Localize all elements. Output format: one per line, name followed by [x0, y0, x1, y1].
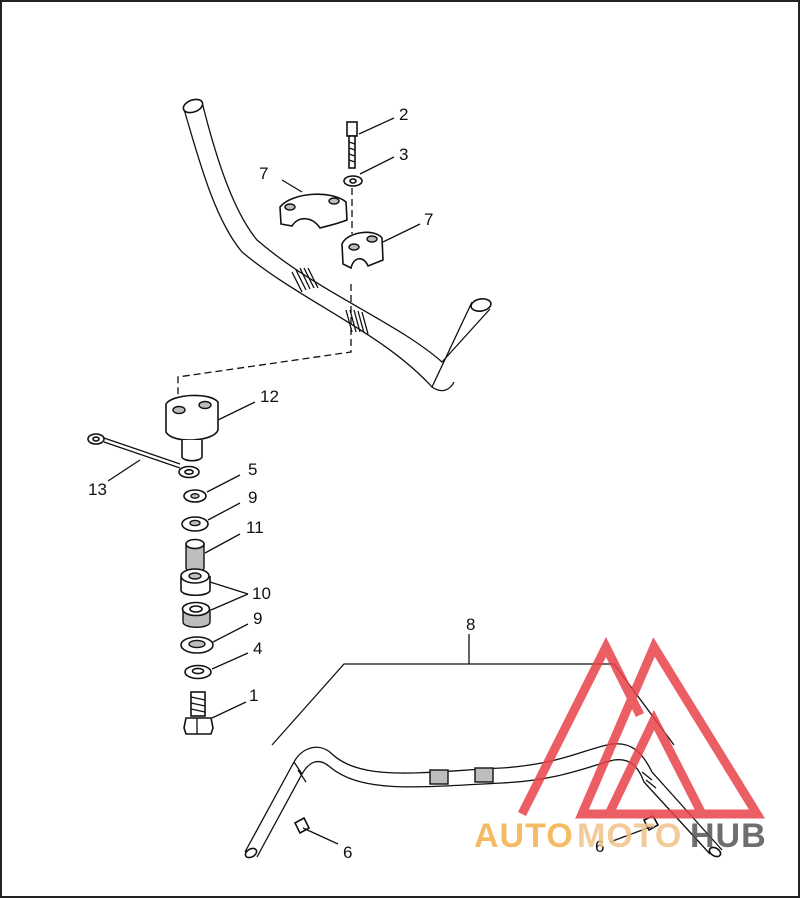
- callout-7-upper: 7: [259, 164, 268, 183]
- callout-12: 12: [260, 387, 279, 406]
- watermark-auto-text: AUTO: [474, 817, 574, 855]
- callout-6-right: 6: [595, 837, 604, 856]
- washer-5: [183, 489, 207, 503]
- callout-labels: 2 3 7 7 12 13 5 9 11 10 9 4 1 8 6 6: [88, 105, 604, 862]
- callout-1: 1: [249, 686, 258, 705]
- leader-lines: [107, 117, 654, 845]
- bushing-10-upper: [180, 568, 211, 597]
- washer-9-lower: [180, 636, 214, 654]
- watermark-triangle-logo: [517, 636, 766, 819]
- clamp-upper-right: [341, 231, 384, 270]
- bolt-1: [183, 691, 214, 735]
- callout-4: 4: [253, 639, 262, 658]
- clamp-upper-left: [279, 193, 348, 229]
- automotohub-watermark: AUTO MOTO HUB: [474, 636, 767, 855]
- callout-7-lower: 7: [424, 210, 433, 229]
- callout-8: 8: [466, 615, 475, 634]
- washer-9-upper: [181, 516, 209, 532]
- handlebar-upper: [182, 98, 492, 392]
- bolt-2: [346, 121, 358, 169]
- sleeve-11: [185, 538, 205, 573]
- washer-3: [343, 175, 363, 187]
- riser-12: [165, 394, 219, 462]
- callout-13: 13: [88, 480, 107, 499]
- washer-4: [184, 664, 212, 680]
- callout-5: 5: [248, 460, 257, 479]
- watermark-moto-text: MOTO: [577, 817, 682, 855]
- callout-10: 10: [252, 584, 271, 603]
- callout-11: 11: [246, 518, 264, 537]
- handlebar-lower-8: [244, 634, 723, 859]
- callout-2: 2: [399, 105, 408, 124]
- ground-strap-13: [87, 433, 200, 479]
- bushing-10-lower: [181, 601, 211, 628]
- watermark-hub-text: HUB: [690, 817, 767, 855]
- callout-3: 3: [399, 145, 408, 164]
- callout-9-lower: 9: [253, 609, 262, 628]
- callout-9-upper: 9: [248, 488, 257, 507]
- clip-6-left: [293, 816, 311, 835]
- callout-6-left: 6: [343, 843, 352, 862]
